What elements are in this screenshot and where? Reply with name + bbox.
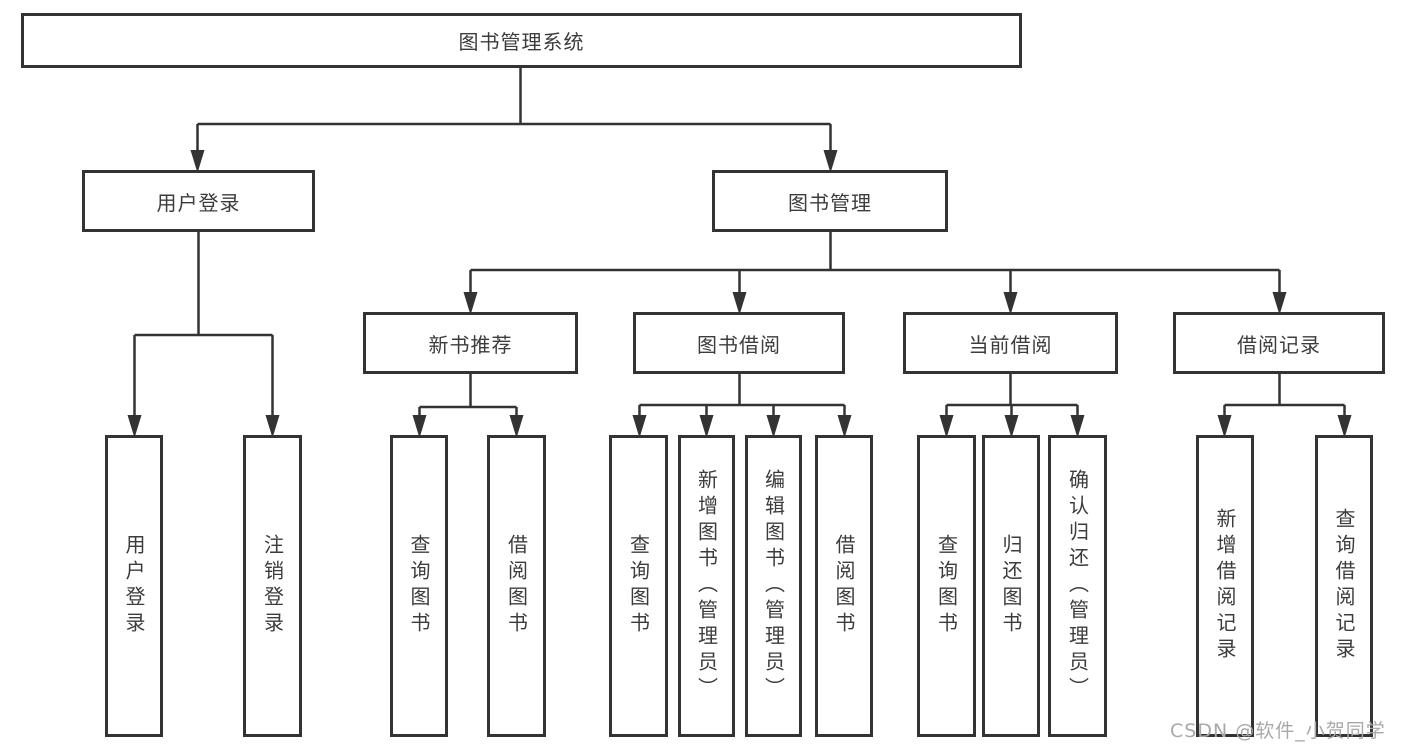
- node-label: 查询图书: [934, 534, 959, 638]
- node-book-borrow: 图书借阅: [633, 312, 845, 374]
- node-leaf-confirm-return-admin: 确认归还（管理员）: [1048, 435, 1107, 737]
- connector-borrow-records-to-leaves: [1223, 372, 1346, 417]
- node-leaf-logout: 注销登录: [243, 435, 302, 737]
- csdn-watermark: CSDN @软件_小贺同学: [1170, 720, 1386, 742]
- node-user-login-group: 用户登录: [82, 170, 315, 232]
- node-leaf-query-books-borrow: 查询图书: [609, 435, 668, 737]
- node-library-management-system: 图书管理系统: [21, 13, 1022, 68]
- node-leaf-edit-books-admin: 编辑图书（管理员）: [745, 435, 802, 737]
- node-label: 用户登录: [156, 190, 241, 215]
- node-label: 查询图书: [626, 534, 651, 638]
- node-leaf-user-login: 用户登录: [105, 435, 163, 737]
- node-label: 用户登录: [122, 534, 146, 638]
- node-label: 确认归还（管理员）: [1065, 469, 1090, 703]
- node-label: 借阅图书: [832, 534, 856, 638]
- node-label: 图书管理系统: [458, 30, 585, 54]
- node-leaf-borrow-books: 借阅图书: [815, 435, 873, 737]
- node-leaf-query-books-current: 查询图书: [917, 435, 976, 737]
- node-label: 新书推荐: [428, 332, 513, 357]
- node-borrow-records: 借阅记录: [1173, 312, 1385, 374]
- node-label: 借阅图书: [504, 534, 529, 638]
- node-new-book-recommend: 新书推荐: [363, 312, 578, 374]
- node-leaf-add-borrow-record: 新增借阅记录: [1196, 435, 1254, 737]
- node-current-borrow: 当前借阅: [903, 312, 1118, 374]
- node-leaf-borrow-books-recommend: 借阅图书: [487, 435, 546, 737]
- connector-user-login-to-leaves: [133, 230, 274, 417]
- node-leaf-add-books-admin: 新增图书（管理员）: [678, 435, 735, 737]
- connector-book-borrow-to-leaves: [638, 372, 846, 417]
- connector-current-borrow-to-leaves: [945, 372, 1079, 417]
- node-label: 借阅记录: [1237, 332, 1321, 357]
- node-label: 注销登录: [260, 534, 285, 638]
- node-leaf-return-books: 归还图书: [982, 435, 1040, 737]
- node-leaf-query-books-recommend: 查询图书: [390, 435, 448, 737]
- node-label: 新增图书（管理员）: [694, 469, 719, 703]
- connector-arrowheads-level3: [463, 292, 1287, 315]
- node-label: 新增借阅记录: [1213, 508, 1237, 664]
- node-label: 图书管理: [788, 190, 872, 215]
- connector-arrowheads-current-borrow-leaves: [939, 415, 1085, 438]
- node-label: 归还图书: [999, 534, 1023, 638]
- node-label: 当前借阅: [968, 332, 1053, 357]
- connector-new-book-recommend-to-leaves: [418, 372, 518, 417]
- connector-root-to-level2: [196, 66, 832, 152]
- node-leaf-query-borrow-record: 查询借阅记录: [1315, 435, 1373, 737]
- node-label: 编辑图书（管理员）: [761, 469, 786, 703]
- connector-arrowheads-new-book-leaves: [412, 415, 524, 438]
- node-label: 查询借阅记录: [1332, 508, 1356, 664]
- node-book-management: 图书管理: [712, 170, 948, 232]
- connector-book-management-to-level3: [469, 230, 1281, 294]
- node-label: 图书借阅: [697, 332, 781, 357]
- node-label: 查询图书: [407, 534, 431, 638]
